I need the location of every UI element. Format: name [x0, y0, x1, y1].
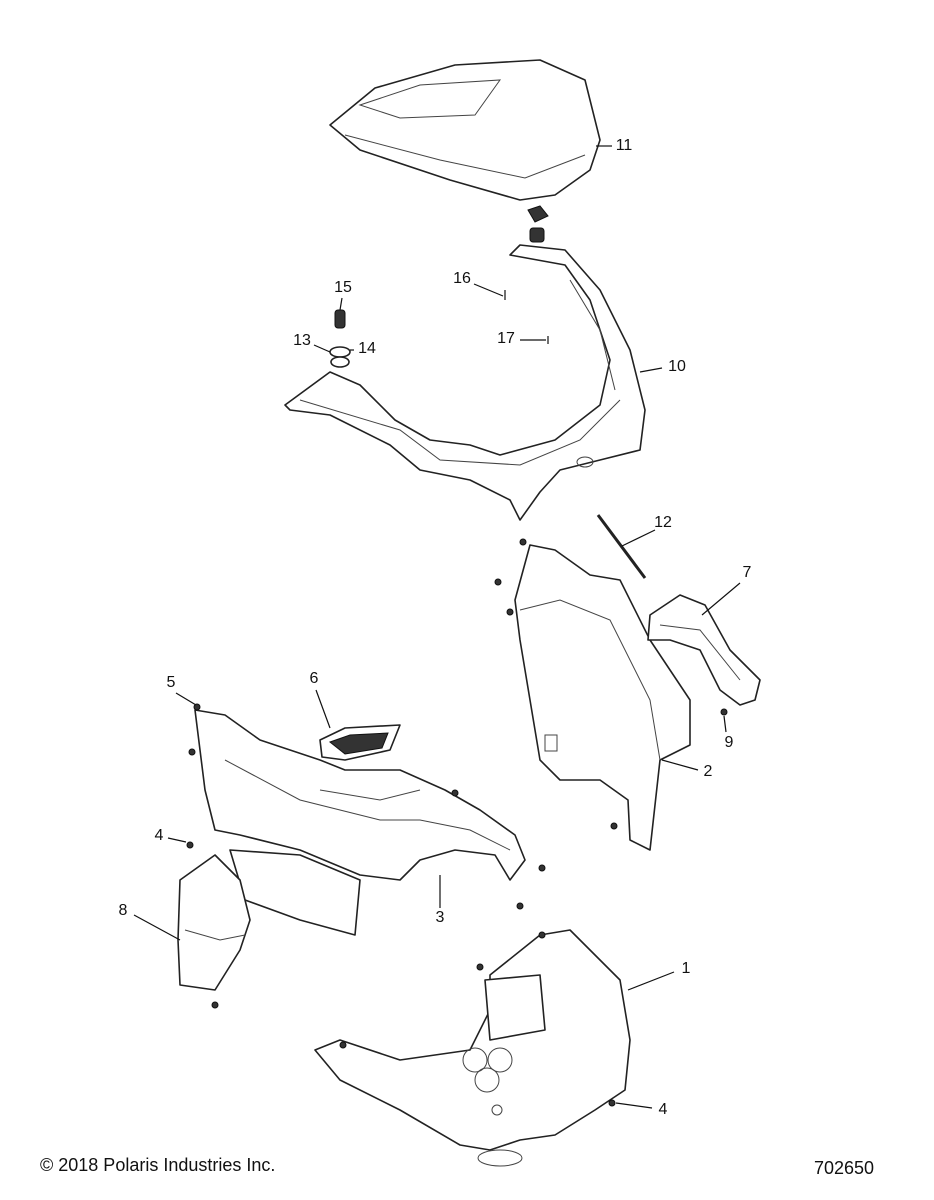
part-8-lower-bracket — [177, 854, 251, 991]
part-1-floor-console — [314, 929, 631, 1167]
part-12-trim-strip — [596, 514, 647, 579]
part-11-hood — [329, 59, 601, 243]
copyright-text: © 2018 Polaris Industries Inc. — [40, 1155, 276, 1175]
callout-2: 2 — [703, 763, 713, 780]
callout-9: 9 — [724, 734, 734, 751]
callout-16: 16 — [453, 270, 471, 287]
callout-10: 10 — [668, 358, 686, 375]
part-10-dash — [284, 244, 646, 521]
callout-7: 7 — [742, 564, 752, 581]
part-7-bracket — [647, 594, 761, 706]
part-6-grille — [319, 724, 401, 761]
callout-17: 17 — [497, 330, 515, 347]
callout-11: 11 — [615, 137, 633, 154]
callout-14: 14 — [358, 340, 376, 357]
part-3-front-panel — [194, 709, 526, 936]
callout-5: 5 — [166, 674, 176, 691]
callout-12: 12 — [654, 514, 672, 531]
part-2-side-panel — [514, 544, 691, 851]
callout-15: 15 — [334, 279, 352, 296]
callout-8: 8 — [118, 902, 128, 919]
callout-4-upper: 4 — [154, 827, 164, 844]
screws — [186, 538, 728, 1107]
callout-4-lower: 4 — [658, 1101, 668, 1118]
drawing-number: 702650 — [814, 1158, 875, 1178]
callout-6: 6 — [309, 670, 319, 687]
callout-1: 1 — [681, 960, 691, 977]
fastener-13-14-15 — [329, 309, 351, 368]
callout-3: 3 — [435, 909, 445, 926]
callout-13: 13 — [293, 332, 311, 349]
leader-lines — [133, 145, 741, 1109]
